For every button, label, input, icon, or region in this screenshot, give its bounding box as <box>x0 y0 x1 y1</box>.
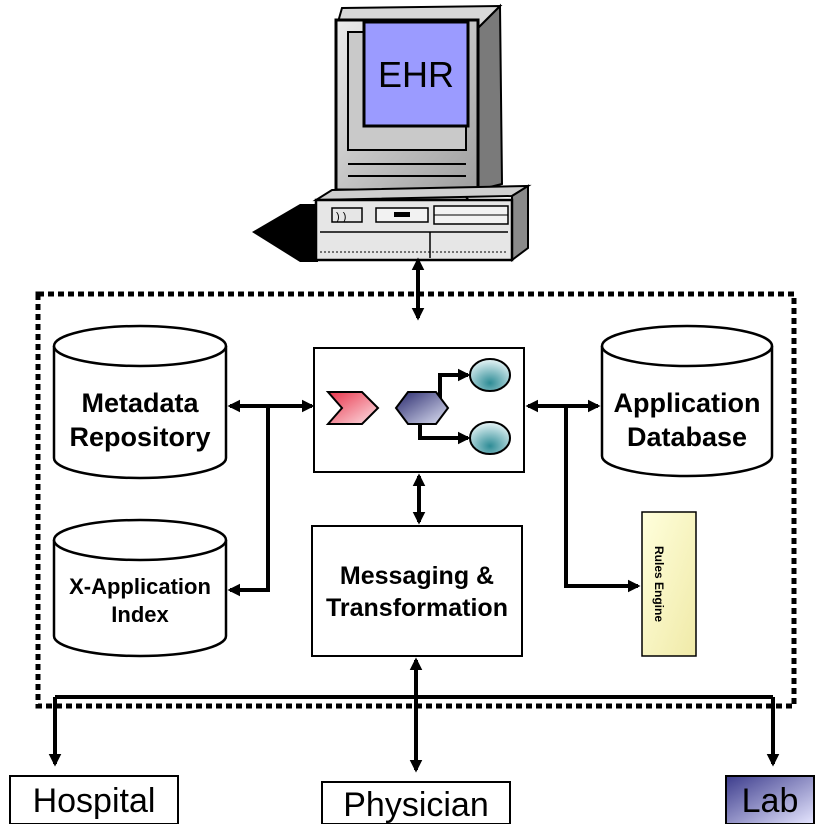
metadata-repository-line2: Repository <box>69 422 210 452</box>
monitor-side <box>477 3 504 192</box>
messaging-transformation-line2: Transformation <box>326 594 508 622</box>
physician-label: Physician <box>343 786 489 824</box>
arrow-rules-branch <box>564 406 641 593</box>
svg-text:) ): ) ) <box>336 211 346 223</box>
x-application-index-cylinder-drawing: X-Application Index <box>52 518 228 658</box>
workflow-outcome-upper <box>469 358 511 392</box>
workflow-box <box>313 347 525 473</box>
connectors <box>48 257 780 773</box>
hospital-box: Hospital <box>9 775 179 824</box>
hospital-label: Hospital <box>33 782 156 820</box>
rules-engine-label: Rules Engine <box>652 546 666 622</box>
metadata-repository: Metadata Repository <box>52 324 228 480</box>
ehr-computer: EHR ) ) <box>252 3 532 262</box>
x-application-index-line2: Index <box>111 602 169 627</box>
workflow-outcome-lower <box>469 421 511 455</box>
messaging-transformation-box: Messaging & Transformation <box>311 525 523 657</box>
monitor-screen <box>362 20 470 128</box>
lab-box: Lab <box>725 775 815 824</box>
messaging-transformation-line1: Messaging & <box>340 562 494 590</box>
x-application-index-line1: X-Application <box>69 574 211 599</box>
workflow-decision-shape <box>394 391 450 425</box>
lab-label: Lab <box>742 782 799 820</box>
application-database: Application Database <box>600 324 774 478</box>
workflow-connector-lower <box>418 422 471 445</box>
metadata-repository-line1: Metadata <box>81 388 199 418</box>
system-unit-side <box>511 184 529 262</box>
physician-box: Physician <box>321 781 511 824</box>
ehr-label: EHR <box>378 54 454 95</box>
workflow-start-chevron <box>325 391 380 425</box>
application-database-line2: Database <box>627 422 747 452</box>
computer-shadow <box>252 204 318 262</box>
rules-engine-box: Rules Engine <box>641 511 697 657</box>
application-database-line1: Application <box>614 388 761 418</box>
arrow-xindex-branch <box>227 406 270 597</box>
